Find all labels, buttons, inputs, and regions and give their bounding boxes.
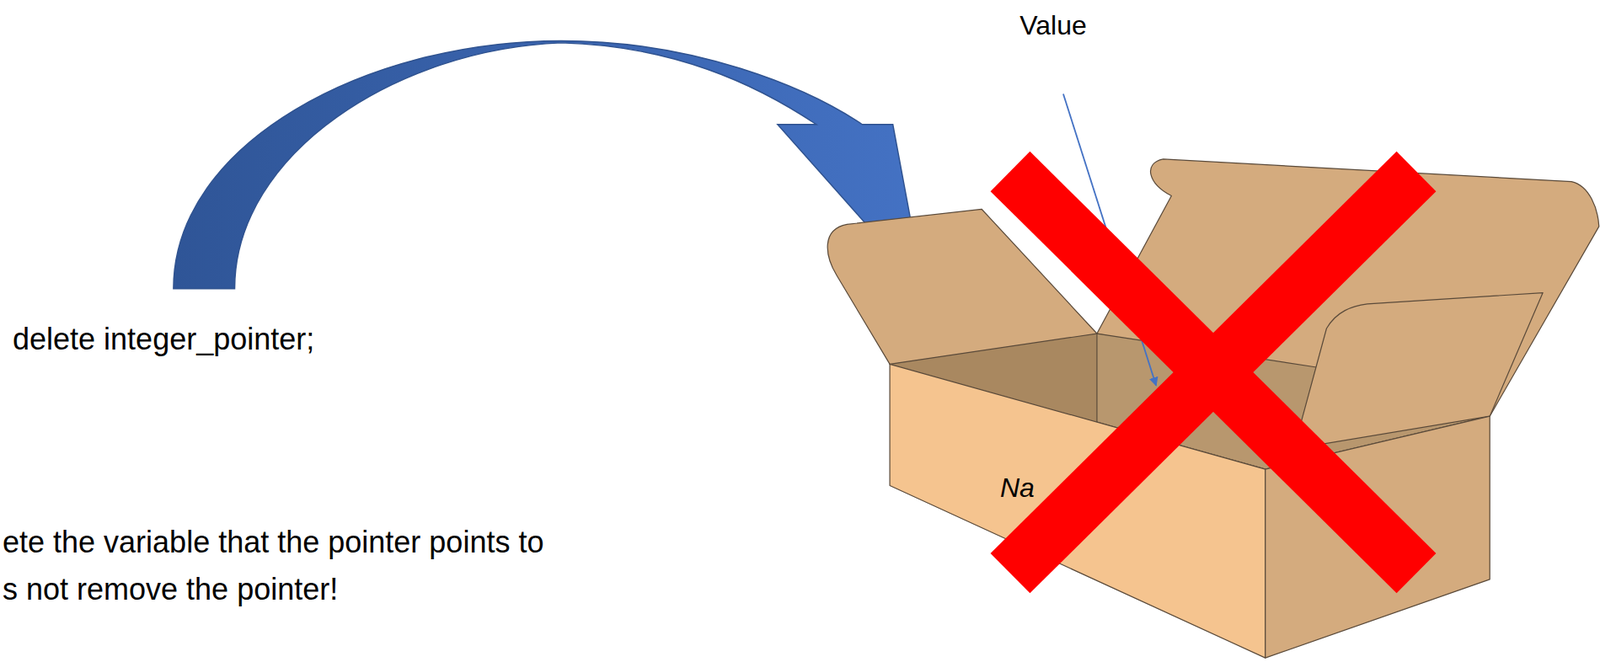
curved-arrow [173,40,924,289]
red-cross [1010,171,1417,573]
note-text: s not remove the pointer! [2,572,338,607]
name-label: Na [1000,472,1035,504]
code-label: delete integer_pointer; [12,321,315,357]
value-label: Value [1019,10,1087,42]
note-text: ete the variable that the pointer points… [2,524,544,560]
box-illustration [827,159,1600,659]
